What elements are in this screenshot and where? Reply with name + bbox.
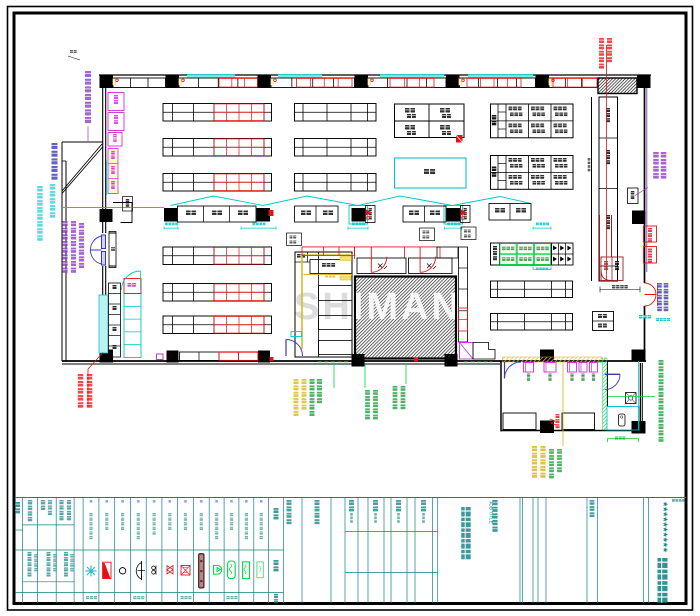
- svg-text:SHIMAN: SHIMAN: [294, 286, 462, 328]
- svg-text:**********: **********: [657, 502, 669, 553]
- svg-text:JOB TITLE: JOB TITLE: [489, 501, 494, 524]
